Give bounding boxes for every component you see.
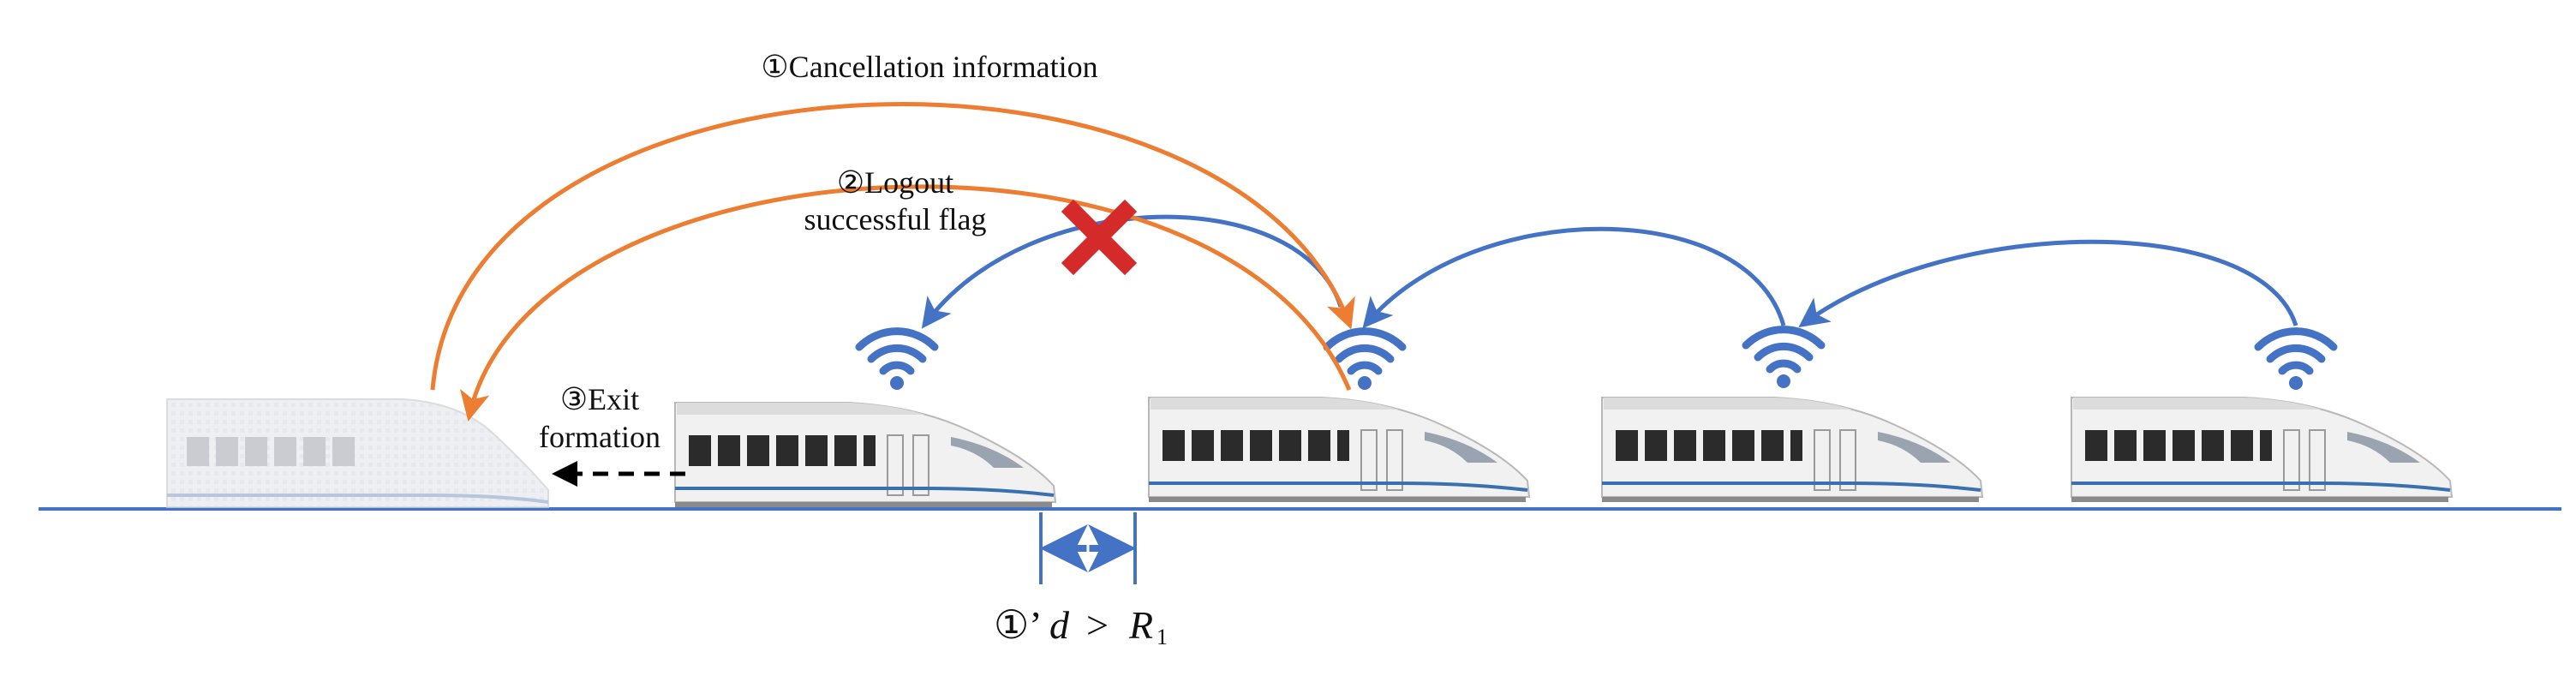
orange-arc-cancellation (430, 102, 1355, 391)
distance-subscript: 1 (1157, 625, 1168, 649)
distance-variable: d (1049, 603, 1070, 647)
train-2 (1147, 396, 1531, 504)
train-1 (673, 401, 1057, 509)
exit-label-line1: ③Exit (560, 382, 639, 416)
distance-label: ①’ d > R 1 (994, 603, 1168, 649)
wifi-icon (859, 332, 935, 390)
distance-prefix: ①’ (994, 603, 1043, 647)
blue-arc-to-train-2 (1362, 226, 1786, 329)
exit-label-line2: formation (539, 420, 660, 454)
blue-arc-to-train-1 (921, 214, 1343, 329)
distance-marker (1039, 512, 1137, 584)
train-3 (1600, 396, 1984, 504)
train-4 (2070, 396, 2453, 504)
wifi-icon (1327, 332, 1402, 390)
wifi-icon (2258, 332, 2334, 390)
orange-arc-logout (460, 184, 1352, 422)
cancellation-label: ①Cancellation information (761, 50, 1097, 84)
logout-label-line1: ②Logout (837, 165, 953, 200)
distance-operator: > (1086, 603, 1109, 647)
distance-rhs: R (1128, 603, 1153, 647)
cross-icon (1061, 199, 1138, 276)
exiting-train (166, 398, 549, 508)
logout-label-line2: successful flag (804, 202, 987, 236)
blue-arc-to-train-3 (1798, 239, 2298, 328)
wifi-icon (1746, 330, 1821, 388)
